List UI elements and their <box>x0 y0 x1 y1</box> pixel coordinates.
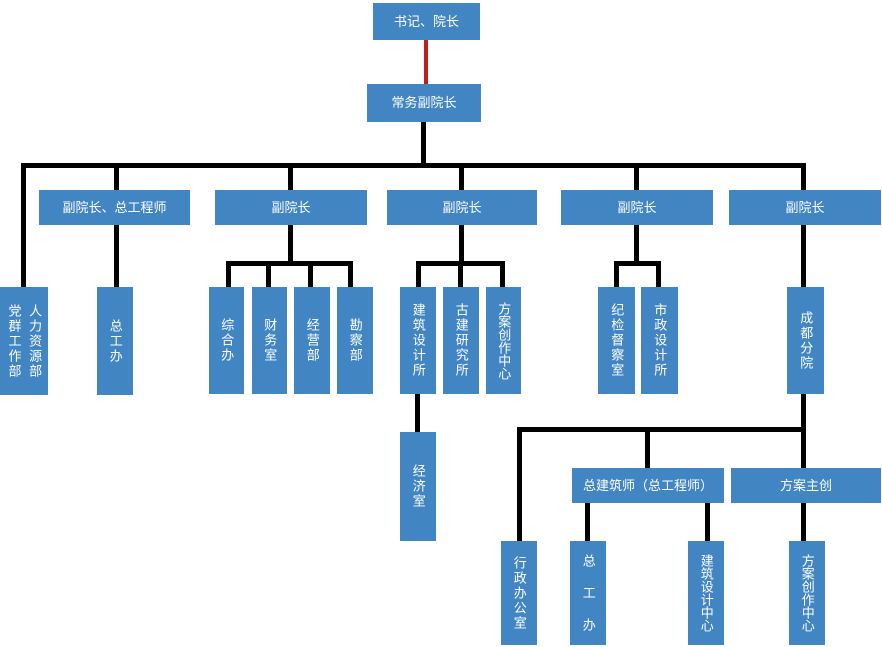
node-label-hr-dept: 人力资源部 <box>27 303 43 379</box>
node-ancient-arch-inst[interactable]: 古建研究所 <box>443 287 479 394</box>
node-label: 书记、院长 <box>393 13 459 29</box>
node-discipline-office[interactable]: 纪检督察室 <box>598 287 635 394</box>
node-scheme-center-a[interactable]: 方案创作中心 <box>486 287 521 394</box>
node-label: 副院长 <box>442 199 482 215</box>
connector-drop <box>634 168 639 190</box>
node-finance-office[interactable]: 财务室 <box>252 287 287 394</box>
node-label: 总工办 <box>107 318 123 364</box>
node-label: 总 工 办 <box>580 553 596 633</box>
node-municipal-inst[interactable]: 市政设计所 <box>641 287 678 394</box>
node-label: 市政设计所 <box>652 303 668 378</box>
connector-drop <box>458 264 463 287</box>
node-label: 副院长 <box>785 199 825 215</box>
node-label: 经济室 <box>410 464 426 509</box>
node-operations-dept[interactable]: 经营部 <box>294 287 330 394</box>
connector-drop <box>226 264 231 287</box>
node-vp4[interactable]: 副院长 <box>729 190 881 225</box>
node-label: 行政办公室 <box>511 555 527 631</box>
connector-drop <box>288 168 293 190</box>
connector-drop <box>517 427 522 541</box>
node-scheme-center-b[interactable]: 方案创作中心 <box>789 541 825 645</box>
node-label: 方案创作中心 <box>799 554 815 632</box>
node-vp-chief-engineer[interactable]: 副院长、总工程师 <box>39 190 190 225</box>
node-party-mass-and-hr-dept[interactable]: 党群工作部 人力资源部 <box>0 287 48 395</box>
node-exec-vice-dean[interactable]: 常务副院长 <box>367 84 481 122</box>
connector-drop <box>308 264 313 287</box>
connector-drop <box>801 168 806 190</box>
node-chengdu-branch[interactable]: 成都分院 <box>787 287 824 394</box>
node-label: 财务室 <box>262 318 278 363</box>
node-label: 成都分院 <box>798 310 814 371</box>
connector-drop <box>348 264 353 287</box>
connector-drop <box>459 225 464 262</box>
node-label: 方案创作中心 <box>496 301 512 380</box>
node-general-office[interactable]: 综合办 <box>209 287 244 394</box>
connector-drop <box>705 503 710 541</box>
connector-drop <box>459 168 464 190</box>
node-label: 副院长 <box>617 199 657 215</box>
node-label: 方案主创 <box>779 477 832 493</box>
node-label: 建筑设计所 <box>410 303 426 378</box>
node-label: 勘察部 <box>347 318 363 363</box>
connector-drop <box>415 394 420 432</box>
connector-drop <box>645 432 650 468</box>
connector-drop <box>634 225 639 262</box>
node-chief-eng-office[interactable]: 总工办 <box>97 287 133 395</box>
node-label: 经营部 <box>304 318 320 363</box>
connector-drop <box>114 168 119 190</box>
node-label: 常务副院长 <box>391 95 457 111</box>
connector-drop <box>585 503 590 541</box>
connector-drop <box>288 225 293 262</box>
node-economy-office[interactable]: 经济室 <box>400 432 436 541</box>
connector-drop <box>614 264 619 287</box>
connector-drop <box>801 225 806 287</box>
node-label: 总建筑师（总工程师） <box>582 477 713 493</box>
connector-branch-horizontal <box>226 261 353 266</box>
node-label: 副院长、总工程师 <box>62 199 167 215</box>
node-label: 纪检督察室 <box>609 303 625 378</box>
node-arch-design-center[interactable]: 建筑设计中心 <box>688 541 724 645</box>
connector-drop <box>21 163 26 287</box>
connector-drop <box>801 394 806 432</box>
connector-drop <box>500 264 505 287</box>
connector-branch-horizontal <box>614 261 661 266</box>
node-arch-design-inst[interactable]: 建筑设计所 <box>400 287 436 394</box>
connector-main-horizontal <box>21 163 806 168</box>
node-chief-eng-office-2[interactable]: 总 工 办 <box>570 541 606 645</box>
connector-drop <box>416 264 421 287</box>
node-vp3[interactable]: 副院长 <box>561 190 713 225</box>
connector-drop <box>266 264 271 287</box>
connector-branch-horizontal <box>416 261 505 266</box>
node-survey-dept[interactable]: 勘察部 <box>337 287 373 394</box>
node-label: 古建研究所 <box>453 303 469 378</box>
node-secretary-dean[interactable]: 书记、院长 <box>373 3 480 40</box>
connector-secretary-to-exec <box>424 40 428 84</box>
connector-drop <box>801 432 806 468</box>
node-vp2[interactable]: 副院长 <box>387 190 537 225</box>
connector-drop <box>656 264 661 287</box>
node-label: 建筑设计中心 <box>698 554 714 632</box>
node-scheme-lead[interactable]: 方案主创 <box>731 468 881 503</box>
connector-drop <box>114 225 119 287</box>
node-label: 副院长 <box>271 199 311 215</box>
connector-trunk <box>421 122 426 163</box>
node-label-party-mass-dept: 党群工作部 <box>6 303 22 379</box>
connector-branch-horizontal <box>517 427 806 432</box>
node-admin-office[interactable]: 行政办公室 <box>501 541 537 645</box>
node-chief-architect[interactable]: 总建筑师（总工程师） <box>572 468 724 503</box>
node-vp1[interactable]: 副院长 <box>215 190 367 225</box>
connector-drop <box>801 503 806 541</box>
node-label: 综合办 <box>219 318 235 363</box>
